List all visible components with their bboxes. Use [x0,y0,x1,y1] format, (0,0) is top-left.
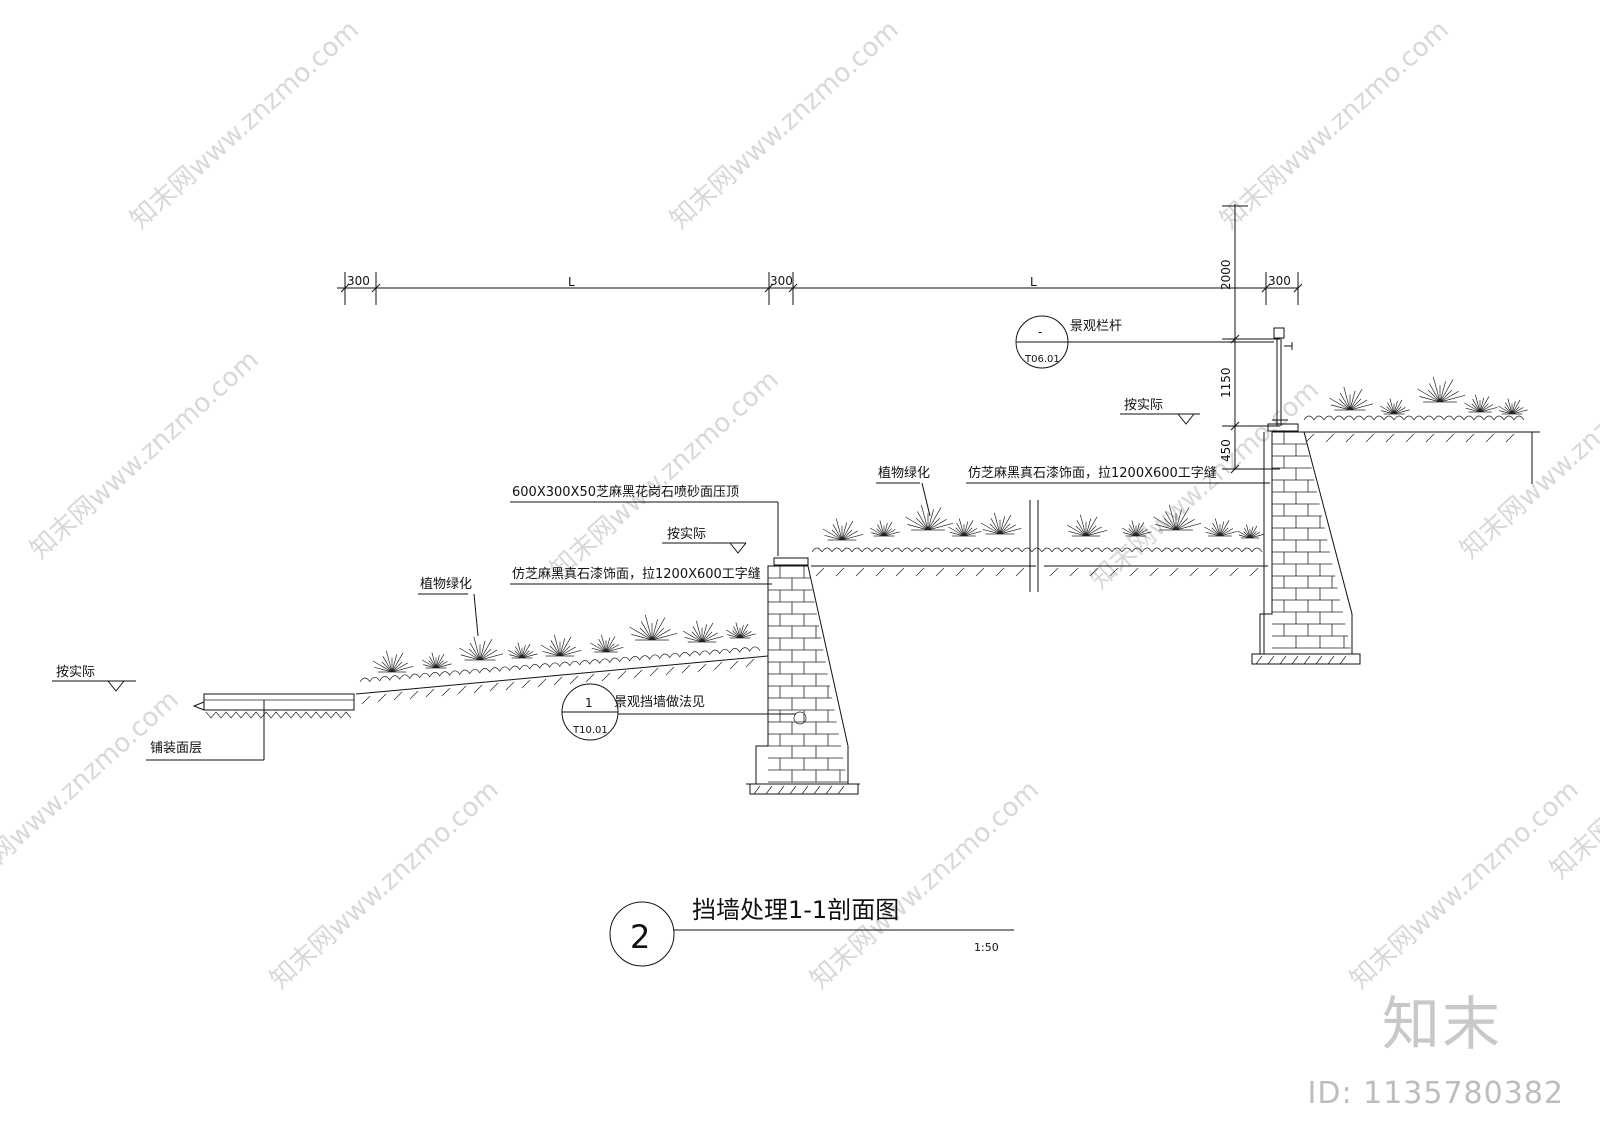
asset-id: ID: 1135780382 [1307,1076,1564,1111]
ground-profiles [192,431,1540,719]
watermark-text: 知末网www.znzmo.com [805,775,1045,995]
label-planting-2: 植物绿化 [878,466,930,481]
callout-wall-sheet: T10.01 [572,725,608,736]
label-railing: 景观栏杆 [1070,319,1122,334]
watermark-text: 知末网www.znzmo.com [1215,15,1455,235]
watermark-text: 知末网www.znzmo.com [125,15,365,235]
label-finish-1: 仿芝麻黑真石漆饰面，拉1200X600工字缝 [512,566,761,582]
dim-l-a: L [568,275,575,289]
label-coping: 600X300X50芝麻黑花岗石喷砂面压顶 [512,484,739,500]
dim-300-c: 300 [1268,274,1291,288]
watermark-text: 知末网www.znzmo.com [1545,665,1600,885]
label-as-built-1: 按实际 [667,527,706,542]
callout-railing-sheet: T06.01 [1024,354,1060,365]
watermark-text: 知末网www.znzmo.com [25,345,265,565]
label-wall-reference: 景观挡墙做法见 [614,695,705,710]
brand-logo: 知末 [1381,990,1502,1058]
callout-railing-number: - [1038,325,1042,339]
retaining-wall-1 [746,557,860,795]
watermark-text: 知末网www.znzmo.com [1085,375,1325,595]
section-number: 2 [630,918,650,956]
dim-450: 450 [1219,439,1233,462]
drawing-title: 挡墙处理1-1剖面图 [692,896,899,924]
label-as-built-2: 按实际 [1124,398,1163,413]
watermark-text: 知末网www.znzmo.com [0,685,185,905]
retaining-wall-2 [1251,423,1361,665]
watermark-text: 知末网www.znzmo.com [265,775,505,995]
watermark-text: 知末网www.znzmo.com [665,15,905,235]
drawing-scale: 1:50 [974,941,999,954]
dim-300-a: 300 [347,274,370,288]
vertical-dimension-chain: 2000 1150 450 [1219,204,1280,474]
drawing-title-block: 2 挡墙处理1-1剖面图 1:50 [609,896,1014,967]
landscape-railing [1272,327,1293,426]
planting-layer [359,376,1528,683]
top-dimension-chain: 300 L 300 L 300 [337,272,1303,305]
watermark-text: 知末网www.znzmo.com [545,365,785,585]
coping-stone-2 [1267,423,1299,432]
label-planting-1: 植物绿化 [420,577,472,592]
dim-1150: 1150 [1219,367,1233,398]
dim-2000: 2000 [1219,259,1233,290]
dim-l-b: L [1030,275,1037,289]
label-paving: 铺装面层 [150,741,202,756]
dim-300-b: 300 [770,274,793,288]
label-finish-2: 仿芝麻黑真石漆饰面，拉1200X600工字缝 [968,465,1217,481]
annotations: 600X300X50芝麻黑花岗石喷砂面压顶 按实际 仿芝麻黑真石漆饰面，拉120… [52,315,1274,761]
callout-wall-number: 1 [585,696,593,710]
section-number-circle [609,901,675,967]
paving-slab [203,693,355,711]
watermark-text: 知末网www.znzmo.com [1345,775,1585,995]
watermark-text: 知末网www.znzmo.com [1455,345,1600,565]
label-as-built-left: 按实际 [56,665,95,680]
coping-stone-1 [773,557,809,566]
